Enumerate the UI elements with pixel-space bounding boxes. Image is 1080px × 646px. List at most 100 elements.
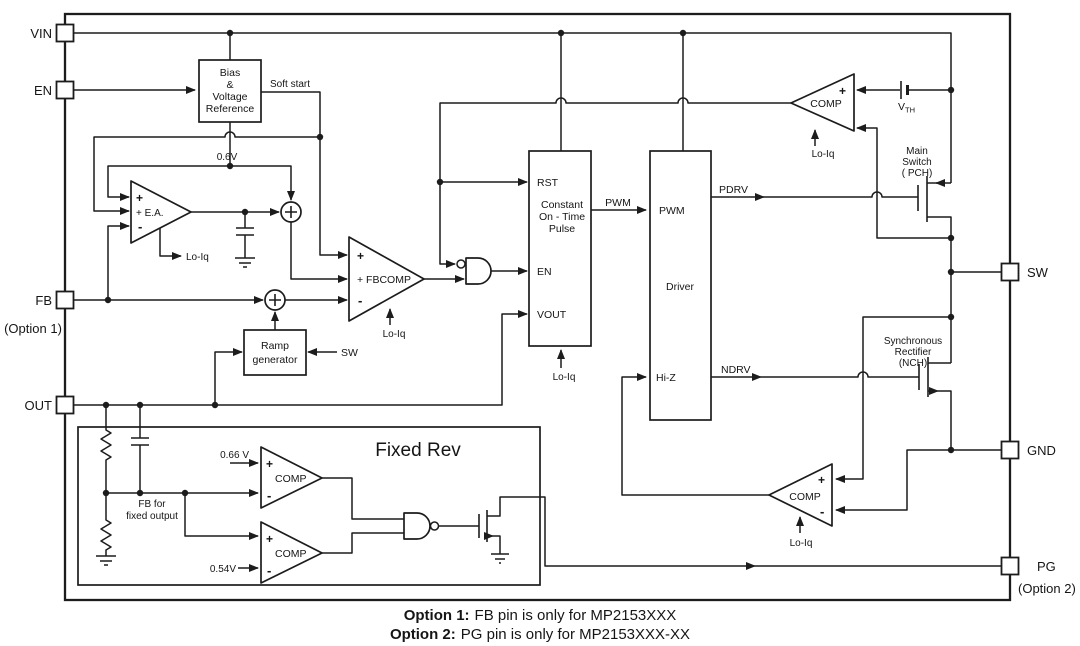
junction-dot: [947, 268, 955, 276]
junction-dot: [947, 313, 955, 321]
en-pin: [55, 80, 75, 100]
bias-label-4: Reference: [206, 103, 255, 115]
zc-comp-plus-wire: [835, 316, 951, 483]
junction-dot: [947, 86, 955, 94]
vth-label-main: V: [898, 101, 905, 113]
cot-en-label: EN: [537, 266, 552, 278]
cot-block: [528, 150, 592, 347]
ov-comp-output-wire: [322, 477, 404, 520]
sw-pin-label: SW: [1027, 265, 1049, 280]
ea-minus-label: -: [138, 219, 142, 234]
junction-dot: [104, 296, 112, 304]
pg-fet-source-wire: [493, 535, 501, 554]
junction-dots: [102, 29, 955, 497]
sync-rect-label-1: Synchronous: [884, 336, 942, 347]
cot-label-3: Pulse: [549, 223, 575, 235]
pg-fet-ground-icon: [491, 553, 509, 564]
vth-label: VTH: [898, 101, 915, 115]
pg-mosfet: [478, 510, 488, 542]
vref-to-ea-wire: [107, 165, 230, 201]
vin-rail: [74, 32, 952, 183]
junction-dot: [102, 401, 110, 409]
bias-label-2: &: [226, 79, 233, 91]
pg-nand-gate: [403, 512, 431, 540]
caption-option-1-bold: Option 1:: [404, 607, 470, 624]
fixed-fb-label-2: fixed output: [126, 511, 178, 522]
overcurrent-comparator: [790, 73, 855, 132]
ov-comp-label: COMP: [275, 473, 307, 485]
out-pin-label: OUT: [25, 398, 53, 413]
vth-label-sub: TH: [905, 106, 915, 115]
uv-comp-output-wire: [322, 532, 404, 554]
fbcomp-minus-label: -: [358, 293, 362, 308]
gnd-to-zc-comp-wire: [835, 449, 1001, 514]
oc-comp-plus-label: +: [839, 84, 846, 98]
junction-dot: [241, 208, 249, 216]
ov-ref-label: 0.66 V: [220, 450, 249, 461]
driver-block: [649, 150, 712, 421]
oc-comp-loiq-label: Lo-Iq: [812, 149, 835, 160]
zc-comp-label: COMP: [789, 491, 821, 503]
fb-pin: [55, 290, 75, 310]
ea-loiq-label: Lo-Iq: [186, 252, 209, 263]
bias-block: [198, 59, 262, 123]
cot-label-1: Constant: [541, 199, 583, 211]
fixed-uv-comparator: [260, 521, 323, 584]
junction-dot: [226, 162, 234, 170]
junction-dot: [181, 489, 189, 497]
divider-resistor-bottom: [100, 493, 112, 556]
soft-start-label: Soft start: [270, 79, 310, 90]
zero-cross-comparator: [768, 463, 833, 527]
fbcomp-label: + FBCOMP: [357, 274, 411, 286]
zc-comp-output-wire: [621, 373, 769, 496]
main-switch-label-2: Switch: [902, 157, 931, 168]
ea-comp-ground-icon: [235, 257, 255, 268]
feedforward-cap-icon: [131, 437, 149, 446]
junction-dot: [136, 489, 144, 497]
ov-comp-plus-label: +: [266, 457, 273, 471]
pg-nand-gate-invert-bubble: [429, 521, 440, 531]
gnd-pin: [1000, 440, 1020, 460]
ea-comp-cap-icon: [236, 227, 254, 236]
main-switch-pch: [917, 176, 928, 222]
ea-loiq-wire: [159, 228, 182, 260]
junction-dot: [316, 133, 324, 141]
soft-start-wire: [261, 91, 348, 259]
junction-dot: [136, 401, 144, 409]
ramp-label-2: generator: [253, 354, 298, 366]
vin-pin-label: VIN: [30, 26, 52, 41]
uv-comp-minus-label: -: [267, 563, 271, 578]
gnd-pin-label: GND: [1027, 443, 1056, 458]
cot-loiq-label: Lo-Iq: [553, 372, 576, 383]
summing-junction-2-plus-icon: [269, 294, 281, 306]
oc-comp-output-wire: [439, 97, 791, 268]
fixed-ov-comparator: [260, 446, 323, 509]
oc-comp-label: COMP: [810, 98, 842, 110]
fb-to-ea-minus-wire: [107, 222, 130, 300]
zc-comp-loiq-label: Lo-Iq: [790, 538, 813, 549]
wire-labels: Soft start 0.6V SW PWM PDRV NDRV VTH Mai…: [217, 79, 942, 376]
ramp-sw-label: SW: [341, 347, 358, 359]
caption-option-2-bold: Option 2:: [390, 626, 456, 643]
junction-dot: [679, 29, 687, 37]
fbcomp-comparator: [348, 236, 425, 322]
ov-comp-minus-label: -: [267, 488, 271, 503]
divider-ground-icon: [96, 555, 116, 566]
caption-option-1-text: FB pin is only for MP2153XXX: [475, 607, 677, 624]
error-amplifier: [130, 180, 192, 244]
cot-rst-label: RST: [537, 177, 559, 189]
zc-comp-minus-label: -: [820, 504, 824, 519]
fbcomp-loiq-label: Lo-Iq: [383, 329, 406, 340]
junction-dot: [226, 29, 234, 37]
blocks: Bias & Voltage Reference Ramp generator …: [77, 59, 712, 586]
soft-start-to-ea-wire: [93, 131, 320, 215]
amplifiers: + + E.A. - Lo-Iq + + FBCOMP - Lo-Iq + CO…: [130, 73, 855, 584]
main-switch-label-1: Main: [906, 146, 928, 157]
summing-junction-1-plus-icon: [285, 206, 297, 218]
nch-source-wire: [938, 390, 952, 450]
oc-comp-sense-wire: [856, 124, 951, 239]
cot-label-2: On - Time: [539, 211, 585, 223]
caption-option-1: Option 1: FB pin is only for MP2153XXX: [404, 607, 677, 624]
vref-to-sum-wire: [230, 165, 295, 201]
